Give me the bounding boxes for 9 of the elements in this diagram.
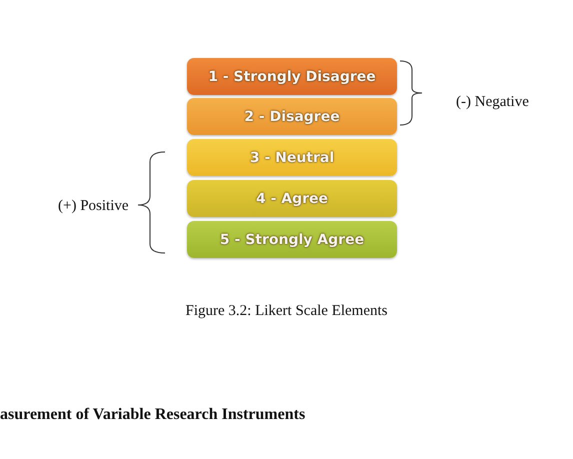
scale-box: 3 - Neutral	[187, 139, 397, 176]
group-label: (-) Negative	[456, 94, 529, 111]
section-heading: asurement of Variable Research Instruments	[0, 406, 306, 424]
scale-box: 5 - Strongly Agree	[187, 221, 397, 258]
scale-box: 1 - Strongly Disagree	[187, 58, 397, 95]
figure-caption: Figure 3.2: Likert Scale Elements	[184, 303, 389, 320]
scale-box: 4 - Agree	[187, 180, 397, 217]
scale-box: 2 - Disagree	[187, 98, 397, 135]
group-label: (+) Positive	[58, 198, 129, 215]
